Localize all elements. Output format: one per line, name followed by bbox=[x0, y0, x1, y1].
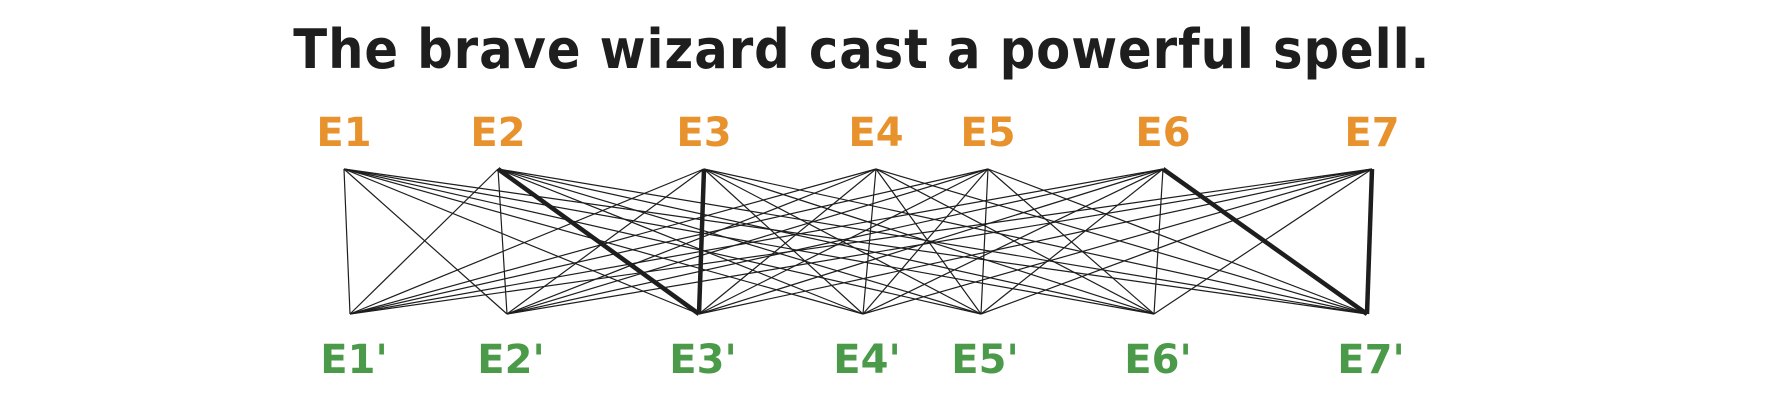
target-node-label: E3' bbox=[669, 337, 736, 383]
highlighted-edge bbox=[696, 168, 707, 315]
target-node-label: E2' bbox=[477, 337, 544, 383]
edge bbox=[875, 168, 1155, 315]
edge bbox=[698, 168, 1164, 315]
edge bbox=[506, 168, 877, 315]
source-node-label: E3 bbox=[676, 110, 731, 156]
edge bbox=[862, 168, 989, 315]
edge bbox=[1153, 168, 1373, 315]
edge bbox=[506, 168, 989, 315]
edge bbox=[506, 168, 1373, 315]
edge bbox=[875, 168, 982, 315]
edges bbox=[343, 167, 1375, 316]
source-node-label: E6 bbox=[1135, 110, 1190, 156]
highlighted-edge bbox=[1364, 168, 1375, 315]
target-node-label: E6' bbox=[1124, 337, 1191, 383]
source-node-label: E4 bbox=[848, 110, 903, 156]
edge bbox=[980, 168, 1164, 315]
edge bbox=[343, 168, 351, 315]
source-node-label: E5 bbox=[960, 110, 1015, 156]
edge bbox=[1153, 168, 1164, 315]
sentence-title: The brave wizard cast a powerful spell. bbox=[293, 18, 1431, 81]
edge bbox=[987, 168, 1155, 315]
edge bbox=[862, 168, 1373, 315]
edge bbox=[349, 168, 499, 315]
target-node-label: E5' bbox=[951, 337, 1018, 383]
edge bbox=[349, 168, 989, 315]
edge bbox=[698, 168, 877, 315]
edge bbox=[343, 168, 1368, 315]
edge bbox=[875, 168, 1368, 315]
source-node-label: E2 bbox=[470, 110, 525, 156]
edge bbox=[343, 168, 700, 315]
edge bbox=[698, 168, 989, 315]
edge bbox=[497, 168, 508, 315]
target-node-label: E1' bbox=[320, 337, 387, 383]
edge bbox=[506, 168, 705, 315]
edge bbox=[349, 168, 877, 315]
source-node-label: E7 bbox=[1344, 110, 1399, 156]
edge bbox=[698, 168, 1373, 315]
highlighted-edge bbox=[496, 167, 701, 316]
edge bbox=[497, 168, 982, 315]
edge bbox=[980, 168, 1373, 315]
edge bbox=[349, 168, 705, 315]
edge bbox=[506, 168, 1164, 315]
edge bbox=[349, 168, 1164, 315]
edge bbox=[343, 168, 982, 315]
edge bbox=[349, 168, 1373, 315]
target-node-label: E7' bbox=[1337, 337, 1404, 383]
target-node-label: E4' bbox=[833, 337, 900, 383]
edge bbox=[862, 168, 877, 315]
source-node-label: E1 bbox=[316, 110, 371, 156]
edge bbox=[703, 168, 864, 315]
edge bbox=[343, 168, 508, 315]
edge bbox=[497, 168, 864, 315]
edge bbox=[862, 168, 1164, 315]
edge bbox=[980, 168, 989, 315]
highlighted-edge bbox=[1161, 167, 1369, 316]
